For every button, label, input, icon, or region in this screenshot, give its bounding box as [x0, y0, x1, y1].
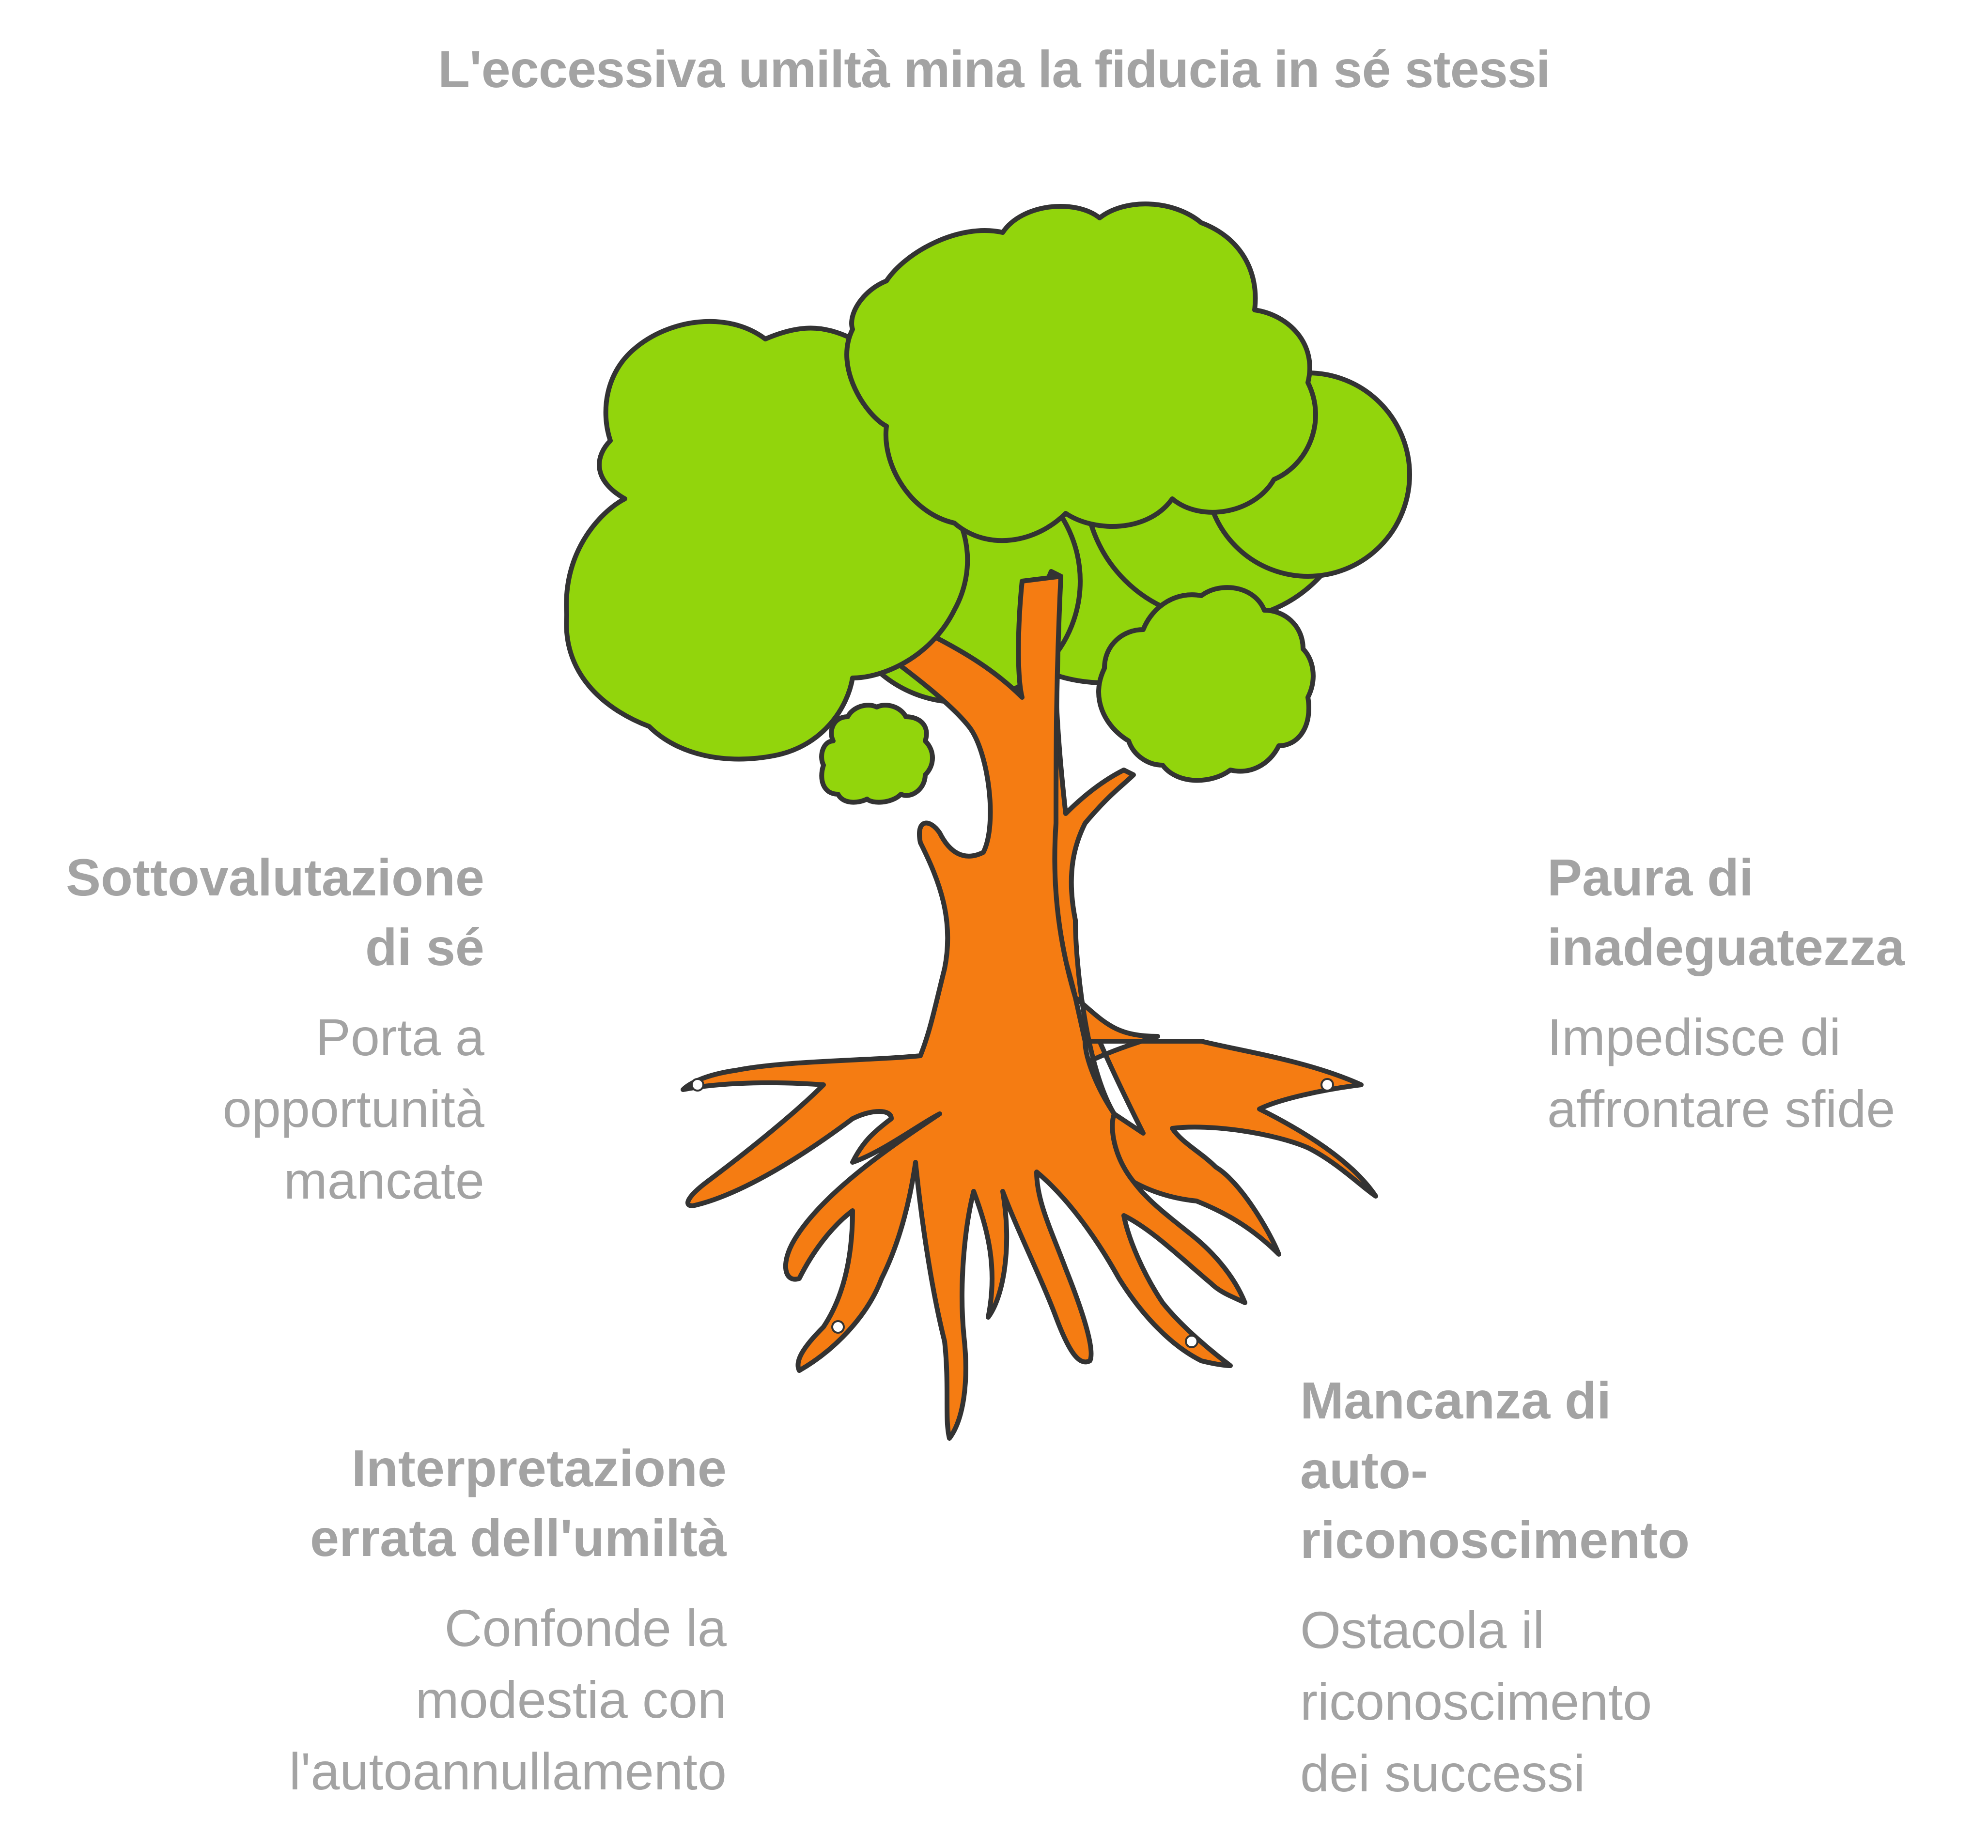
heading-line: errata dell'umiltà	[310, 1509, 727, 1567]
item-paura: Paura di inadeguatezza Impedisce di affr…	[1547, 843, 1905, 1145]
item-heading: Interpretazione errata dell'umiltà	[289, 1433, 727, 1573]
heading-line: Sottovalutazione	[65, 848, 484, 907]
desc-line: Impedisce di	[1547, 1008, 1841, 1066]
root-dot	[831, 1320, 845, 1334]
root-dot	[1320, 1078, 1334, 1092]
item-sottovalutazione: Sottovalutazione di sé Porta a opportuni…	[66, 843, 484, 1217]
trunk-main	[681, 574, 1247, 1441]
item-description: Confonde la modestia con l'autoannullame…	[289, 1592, 727, 1807]
item-heading: Paura di inadeguatezza	[1547, 843, 1905, 982]
desc-line: opportunità	[222, 1079, 484, 1138]
root-dot	[1185, 1335, 1198, 1348]
desc-line: dei successi	[1300, 1744, 1585, 1802]
desc-line: Porta a	[315, 1008, 484, 1066]
heading-line: Interpretazione	[351, 1439, 727, 1497]
heading-line: di sé	[365, 918, 484, 976]
item-heading: Mancanza di auto- riconoscimento	[1300, 1366, 1690, 1575]
item-interpretazione: Interpretazione errata dell'umiltà Confo…	[289, 1433, 727, 1807]
desc-line: mancate	[283, 1151, 484, 1210]
desc-line: modestia con	[415, 1670, 727, 1729]
item-mancanza: Mancanza di auto- riconoscimento Ostacol…	[1300, 1366, 1690, 1809]
item-description: Porta a opportunità mancate	[66, 1001, 484, 1217]
desc-line: l'autoannullamento	[289, 1742, 727, 1801]
heading-line: riconoscimento	[1300, 1510, 1690, 1569]
foliage-front	[564, 201, 1318, 805]
desc-line: Ostacola il	[1300, 1601, 1545, 1659]
item-description: Impedisce di affrontare sfide	[1547, 1001, 1905, 1145]
desc-line: affrontare sfide	[1547, 1079, 1895, 1138]
heading-line: inadeguatezza	[1547, 918, 1905, 976]
heading-line: auto-	[1300, 1441, 1428, 1499]
desc-line: Confonde la	[444, 1599, 727, 1657]
root-dot	[691, 1078, 704, 1092]
tree-trunk	[1018, 569, 1378, 1257]
desc-line: riconoscimento	[1300, 1672, 1652, 1731]
item-heading: Sottovalutazione di sé	[66, 843, 484, 982]
heading-line: Mancanza di	[1300, 1371, 1612, 1430]
diagram-title: L'eccessiva umiltà mina la fiducia in sé…	[438, 40, 1551, 98]
item-description: Ostacola il riconoscimento dei successi	[1300, 1594, 1690, 1809]
heading-line: Paura di	[1547, 848, 1754, 907]
